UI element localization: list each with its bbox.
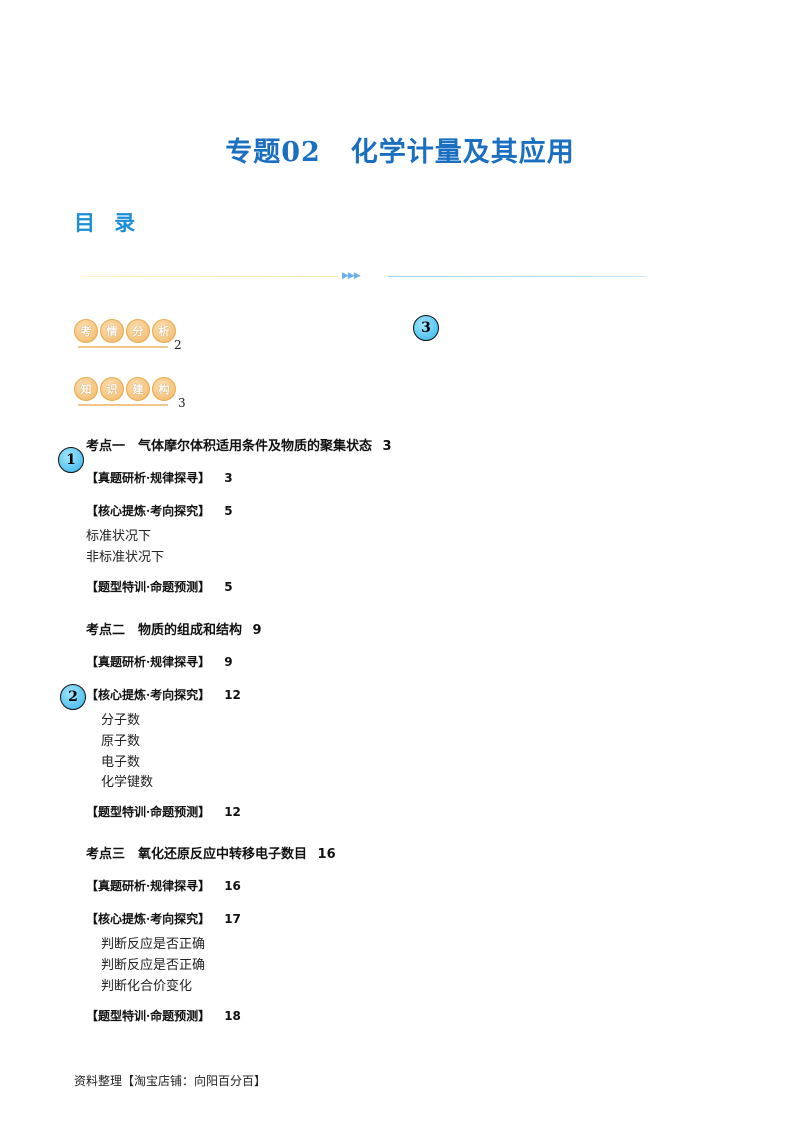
section-label: 【核心提炼·考向探究】 [86, 688, 211, 702]
section-label: 【核心提炼·考向探究】 [86, 912, 211, 926]
toc-item[interactable]: 判断化合价变化 [101, 979, 193, 994]
topic-page: 16 [317, 847, 336, 862]
divider-right-line [388, 276, 646, 277]
badge-char: 知 [74, 377, 98, 401]
badge-char: 析 [152, 319, 176, 343]
topic-page: 3 [382, 439, 392, 454]
badge-char: 建 [126, 377, 150, 401]
toc-section[interactable]: 【核心提炼·考向探究】 12 [86, 686, 241, 703]
toc-topic-1[interactable]: 考点一 气体摩尔体积适用条件及物质的聚集状态 3 [86, 435, 392, 454]
topic-heading: 考点二 物质的组成和结构 [86, 623, 243, 638]
document-title: 专题02 化学计量及其应用 [0, 130, 800, 169]
section-page: 5 [224, 504, 233, 518]
toc-item[interactable]: 分子数 [101, 713, 141, 728]
section-label: 【核心提炼·考向探究】 [86, 504, 211, 518]
section-page: 12 [224, 805, 241, 819]
numbered-marker-3: 3 [413, 315, 439, 341]
section-page: 17 [224, 912, 241, 926]
toc-section[interactable]: 【题型特训·命题预测】 12 [86, 803, 241, 820]
badge-page-number: 2 [174, 338, 182, 352]
badge-exam-analysis[interactable]: 考 情 分 析 [74, 319, 176, 343]
toc-item[interactable]: 判断反应是否正确 [101, 958, 206, 973]
badge-underline [78, 404, 168, 406]
footer-credit: 资料整理【淘宝店铺：向阳百分百】 [74, 1074, 267, 1088]
toc-item[interactable]: 非标准状况下 [86, 550, 165, 565]
topic-page: 9 [252, 623, 262, 638]
badge-underline [78, 346, 168, 348]
toc-section[interactable]: 【真题研析·规律探寻】 9 [86, 653, 233, 670]
section-page: 5 [224, 580, 233, 594]
section-label: 【题型特训·命题预测】 [86, 580, 211, 594]
badge-char: 分 [126, 319, 150, 343]
toc-section[interactable]: 【真题研析·规律探寻】 3 [86, 469, 233, 486]
title-prefix: 专题02 [225, 137, 321, 168]
divider-left-line [80, 276, 338, 277]
toc-heading: 目 录 [74, 211, 142, 235]
topic-heading: 考点一 气体摩尔体积适用条件及物质的聚集状态 [86, 439, 373, 454]
badge-page-number: 3 [178, 396, 186, 410]
toc-section[interactable]: 【真题研析·规律探寻】 16 [86, 877, 241, 894]
toc-section[interactable]: 【题型特训·命题预测】 18 [86, 1007, 241, 1024]
toc-item[interactable]: 原子数 [101, 734, 141, 749]
section-page: 9 [224, 655, 233, 669]
badge-char: 情 [100, 319, 124, 343]
toc-topic-2[interactable]: 考点二 物质的组成和结构 9 [86, 619, 262, 638]
toc-item[interactable]: 标准状况下 [86, 529, 152, 544]
toc-topic-3[interactable]: 考点三 氧化还原反应中转移电子数目 16 [86, 843, 336, 862]
section-label: 【题型特训·命题预测】 [86, 805, 211, 819]
section-page: 18 [224, 1009, 241, 1023]
toc-section[interactable]: 【核心提炼·考向探究】 17 [86, 910, 241, 927]
toc-section[interactable]: 【题型特训·命题预测】 5 [86, 578, 233, 595]
badge-char: 构 [152, 377, 176, 401]
section-page: 3 [224, 471, 233, 485]
section-page: 12 [224, 688, 241, 702]
numbered-marker-1: 1 [58, 447, 84, 473]
toc-item[interactable]: 化学键数 [101, 775, 154, 790]
divider-arrow-icon: ▶▶▶ [342, 271, 361, 281]
section-label: 【真题研析·规律探寻】 [86, 879, 211, 893]
toc-item[interactable]: 电子数 [101, 755, 141, 770]
section-label: 【题型特训·命题预测】 [86, 1009, 211, 1023]
numbered-marker-2: 2 [60, 684, 86, 710]
toc-section[interactable]: 【核心提炼·考向探究】 5 [86, 502, 233, 519]
section-label: 【真题研析·规律探寻】 [86, 655, 211, 669]
badge-knowledge-structure[interactable]: 知 识 建 构 [74, 377, 176, 401]
toc-divider: ▶▶▶ [80, 270, 646, 282]
section-label: 【真题研析·规律探寻】 [86, 471, 211, 485]
topic-heading: 考点三 氧化还原反应中转移电子数目 [86, 847, 308, 862]
badge-char: 考 [74, 319, 98, 343]
section-page: 16 [224, 879, 241, 893]
toc-item[interactable]: 判断反应是否正确 [101, 937, 206, 952]
badge-char: 识 [100, 377, 124, 401]
title-main: 化学计量及其应用 [350, 137, 575, 168]
